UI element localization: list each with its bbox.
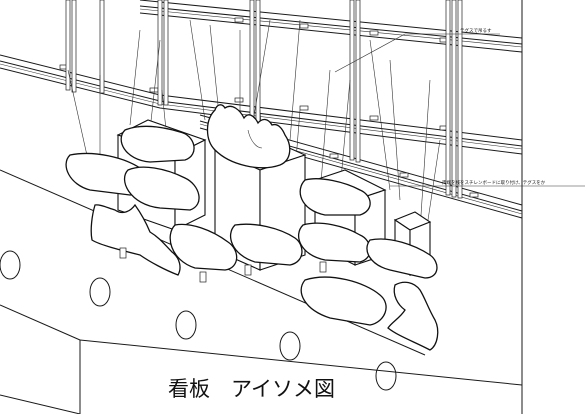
callout-1-text: テグスで吊るす (460, 27, 492, 34)
sign-panel-left-3 (123, 166, 200, 211)
sign-panel-right-1 (299, 178, 371, 216)
callout-2-text: 両端を桟をスチレンボードに取り付け、テグスをか (442, 179, 546, 186)
vertical-posts (65, 0, 463, 199)
drawing-title: 看板 アイソメ図 (168, 377, 335, 401)
top-rail-brackets (234, 17, 449, 43)
sign-panel-right-cat (387, 281, 439, 351)
top-rail (139, 0, 523, 53)
callout-1: テグスで吊るす (334, 27, 500, 73)
sign-panel-left-cat (90, 203, 181, 276)
sign-panel-right-3 (366, 238, 438, 279)
sign-panel-center-left-low (169, 223, 238, 271)
panel-feet (119, 247, 327, 283)
sign-panel-crown (206, 104, 291, 169)
sign-panel-left-2 (120, 125, 195, 163)
callout-2: 両端を桟をスチレンボードに取り付け、テグスをか (390, 179, 585, 187)
upper-rail-brackets (59, 64, 449, 131)
sign-panel-center-low (230, 223, 303, 266)
board-holes (0, 250, 397, 391)
sign-panel-right-bottom (300, 276, 387, 326)
